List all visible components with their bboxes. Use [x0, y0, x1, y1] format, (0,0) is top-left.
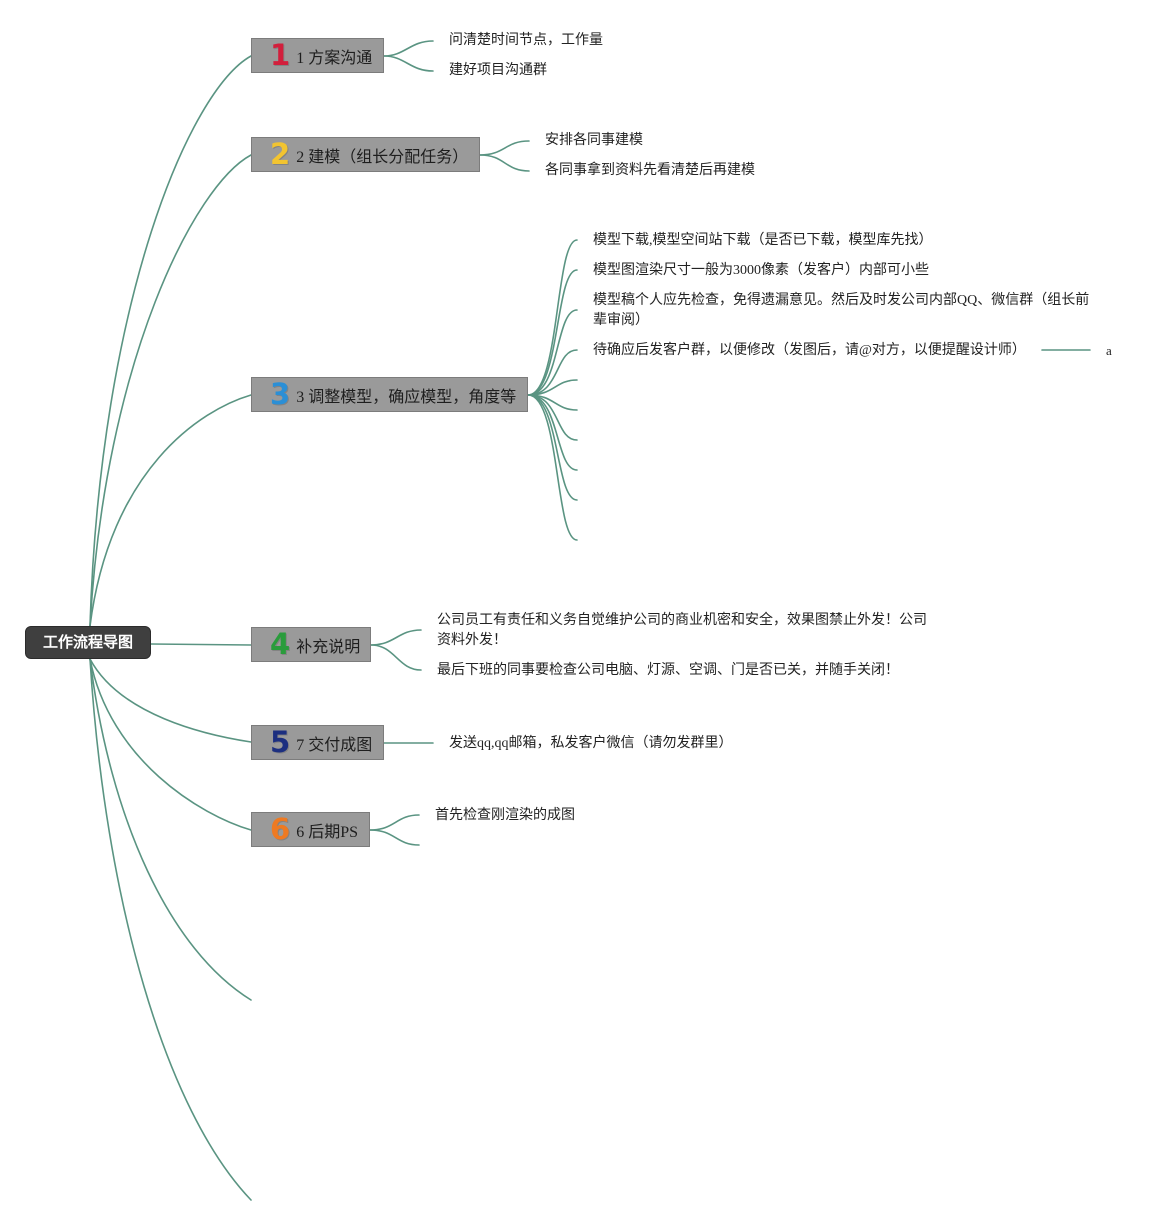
connector-t2-c2: [479, 154, 530, 172]
number-4-icon: 4: [270, 627, 291, 661]
topic-4-child-1-cont: 资料外发！: [437, 633, 507, 648]
connector-t3-c3: [527, 309, 578, 396]
topic-5-label: 7 交付成图: [296, 736, 373, 754]
topic-1-child-2[interactable]: 建好项目沟通群: [449, 63, 547, 78]
root-label: 工作流程导图: [42, 633, 133, 651]
topic-3-child-1[interactable]: 模型下载,模型空间站下载（是否已下载，模型库先找）: [593, 233, 933, 248]
topic-2[interactable]: 2 2 建模（组长分配任务）: [251, 137, 480, 172]
number-1-icon: 1: [270, 38, 291, 72]
topic-1-child-1[interactable]: 问清楚时间节点，工作量: [449, 33, 603, 48]
topic-6-label: 6 后期PS: [296, 823, 358, 841]
topic-1[interactable]: 1 1 方案沟通: [251, 38, 384, 73]
connector-root-topic1: [89, 55, 252, 627]
connector-t6-c2: [369, 829, 420, 846]
connector-t1-c2: [383, 55, 434, 72]
topic-2-label: 2 建模（组长分配任务）: [296, 148, 469, 166]
topic-3-subnote[interactable]: a: [1106, 343, 1112, 358]
topic-4-child-2[interactable]: 最后下班的同事要检查公司电脑、灯源、空调、门是否已关，并随手关闭！: [437, 663, 899, 678]
topic-1-label: 1 方案沟通: [296, 49, 373, 67]
topic-3-label: 3 调整模型，确应模型，角度等: [296, 388, 517, 406]
topic-6[interactable]: 6 6 后期PS: [251, 812, 370, 847]
connector-t4-c2: [370, 644, 422, 671]
topic-3-child-4[interactable]: 待确应后发客户群，以便修改（发图后，请@对方，以便提醒设计师）: [593, 343, 1026, 358]
topic-5-child-1[interactable]: 发送qq,qq邮箱，私发客户微信（请勿发群里）: [449, 736, 733, 751]
number-3-icon: 3: [270, 377, 291, 411]
number-6-icon: 6: [270, 812, 291, 846]
connector-root-topic3: [89, 394, 252, 627]
connector-t4-c1: [370, 629, 422, 646]
topic-3-child-3-cont: 辈审阅）: [593, 313, 649, 328]
connector-root-topic6: [89, 658, 252, 831]
topic-3-child-2[interactable]: 模型图渲染尺寸一般为3000像素（发客户）内部可小些: [593, 263, 929, 278]
connector-root-empty2: [89, 658, 252, 1201]
connector-root-topic5: [89, 658, 252, 743]
topic-4[interactable]: 4 补充说明: [251, 627, 371, 662]
connector-t6-c1: [369, 814, 420, 831]
topic-4-label: 补充说明: [296, 638, 361, 656]
topic-3[interactable]: 3 3 调整模型，确应模型，角度等: [251, 377, 528, 412]
root-node[interactable]: 工作流程导图: [25, 626, 151, 659]
topic-4-child-1[interactable]: 公司员工有责任和义务自觉维护公司的商业机密和安全，效果图禁止外发！公司: [437, 613, 927, 628]
topic-2-child-1[interactable]: 安排各同事建模: [545, 133, 643, 148]
connector-root-empty1: [89, 658, 252, 1001]
connector-t3-c1: [527, 239, 578, 396]
connector-root-topic4: [150, 643, 252, 646]
topic-5[interactable]: 5 7 交付成图: [251, 725, 384, 760]
number-2-icon: 2: [270, 137, 291, 171]
topic-3-child-3[interactable]: 模型稿个人应先检查，免得遗漏意见。然后及时发公司内部QQ、微信群（组长前: [593, 293, 1090, 308]
connector-root-topic2: [89, 154, 252, 627]
topic-2-child-2[interactable]: 各同事拿到资料先看清楚后再建模: [545, 163, 755, 178]
connector-t1-c1: [383, 40, 434, 57]
topic-6-child-1[interactable]: 首先检查刚渲染的成图: [435, 808, 575, 823]
connector-t2-c1: [479, 140, 530, 156]
connector-t3-c2: [527, 269, 578, 396]
connector-t3-e6: [527, 394, 578, 541]
number-5-icon: 5: [270, 725, 291, 759]
